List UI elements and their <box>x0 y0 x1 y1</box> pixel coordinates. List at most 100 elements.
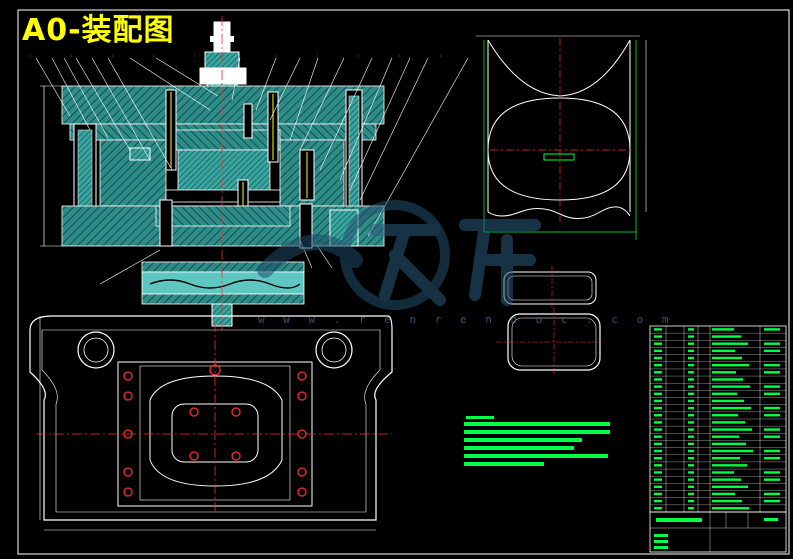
parts-row-text <box>654 442 662 446</box>
parts-row-text <box>712 464 747 467</box>
parts-row-text <box>654 428 662 431</box>
parts-row-text <box>688 421 694 424</box>
parts-row-text <box>688 507 694 510</box>
parts-row-text <box>712 507 749 510</box>
parts-row-text <box>712 492 735 496</box>
parts-row-text <box>654 478 662 481</box>
parts-row-text <box>712 335 741 338</box>
sheet-frame <box>17 9 790 555</box>
parts-row-text <box>712 385 750 388</box>
parts-row-text <box>712 328 734 331</box>
parts-row-text <box>764 492 780 496</box>
parts-row-text <box>654 421 662 424</box>
parts-row-text <box>764 428 780 431</box>
parts-row-text <box>764 342 780 345</box>
parts-row-text <box>654 485 662 488</box>
parts-row-text <box>764 406 780 410</box>
plan-view <box>29 315 393 531</box>
parts-row-text <box>688 456 694 460</box>
parts-row-text <box>688 385 694 388</box>
parts-row-text <box>688 478 694 481</box>
parts-row-text <box>764 328 780 331</box>
parts-row-text <box>764 414 780 417</box>
parts-row-text <box>654 371 662 374</box>
parts-row-text <box>688 363 694 367</box>
parts-row-text <box>688 406 694 410</box>
parts-row-text <box>688 378 694 381</box>
parts-row-text <box>764 471 780 474</box>
parts-row-text <box>688 356 694 360</box>
parts-row-text <box>654 414 662 417</box>
parts-row-text <box>712 485 748 488</box>
parts-row-text <box>654 335 662 338</box>
parts-row-text <box>654 385 662 388</box>
parts-row-text <box>688 442 694 446</box>
parts-row-text <box>688 449 694 453</box>
parts-row-text <box>688 335 694 338</box>
parts-row-text <box>712 392 737 395</box>
parts-row-text <box>764 392 780 395</box>
parts-row-text <box>654 399 662 403</box>
parts-row-text <box>712 363 749 367</box>
parts-row-text <box>688 428 694 431</box>
parts-row-text <box>654 342 662 345</box>
parts-row-text <box>654 464 662 467</box>
section-view <box>30 16 470 330</box>
parts-row-text <box>688 328 694 331</box>
technical-requirements <box>464 416 610 466</box>
parts-row-text <box>688 471 694 474</box>
parts-row-text <box>654 456 662 460</box>
parts-row-text <box>764 499 780 503</box>
parts-row-text <box>712 378 743 381</box>
parts-row-text <box>764 456 780 460</box>
parts-row-text <box>764 435 780 438</box>
parts-row-text <box>654 349 662 353</box>
parts-row-text <box>688 371 694 374</box>
parts-row-text <box>712 442 746 446</box>
parts-row-text <box>712 371 736 374</box>
parts-row-text <box>654 363 662 367</box>
parts-row-text <box>688 435 694 438</box>
parts-row-text <box>654 378 662 381</box>
parts-row-text <box>688 485 694 488</box>
parts-row-text <box>712 428 752 431</box>
parts-row-text <box>712 449 753 453</box>
parts-row-text <box>764 449 780 453</box>
parts-row-text <box>688 392 694 395</box>
watermark-url: w w w . r e n r e n d o c . c o m <box>258 313 675 326</box>
drawing-title: A0-装配图 <box>22 13 175 48</box>
parts-row-text <box>688 399 694 403</box>
parts-row-text <box>712 342 748 345</box>
blank-view <box>476 35 647 240</box>
parts-row-text <box>712 349 735 353</box>
parts-row-text <box>688 499 694 503</box>
parts-row-text <box>654 471 662 474</box>
parts-row-text <box>764 349 780 353</box>
parts-list <box>649 325 787 553</box>
parts-row-text <box>712 421 745 424</box>
parts-row-text <box>688 414 694 417</box>
watermark-logo <box>257 200 541 310</box>
parts-row-text <box>654 499 662 503</box>
parts-row-text <box>712 456 740 460</box>
parts-row-text <box>654 449 662 453</box>
parts-row-text <box>654 507 662 510</box>
parts-row-text <box>764 385 780 388</box>
parts-row-text <box>688 349 694 353</box>
parts-row-text <box>712 435 739 438</box>
parts-row-text <box>712 471 734 474</box>
parts-row-text <box>654 328 662 331</box>
parts-row-text <box>712 399 744 403</box>
parts-row-text <box>712 499 742 503</box>
parts-row-text <box>654 392 662 395</box>
parts-row-text <box>764 478 780 481</box>
parts-row-text <box>688 342 694 345</box>
parts-row-text <box>712 478 741 481</box>
parts-row-text <box>764 371 780 374</box>
parts-row-text <box>654 492 662 496</box>
parts-row-text <box>688 464 694 467</box>
parts-row-text <box>712 406 751 410</box>
parts-row-text <box>654 406 662 410</box>
parts-row-text <box>654 356 662 360</box>
